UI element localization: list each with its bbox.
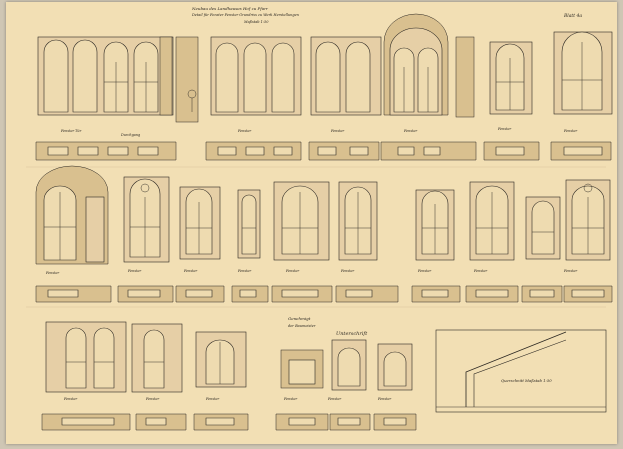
row-1-captions: Fenster Tür Durchgang Fenster Fenster Fe… <box>60 127 577 137</box>
window-elevation-2g <box>415 189 455 261</box>
row-1-plans <box>35 141 612 161</box>
row-3-captions: Fenster Fenster Fenster Fenster Fenster … <box>63 397 391 401</box>
caption-r1-4: Fenster <box>330 129 344 133</box>
window-elevation-2a <box>35 165 109 265</box>
window-elevation-2c <box>179 186 221 260</box>
window-elevation-1b <box>210 36 302 116</box>
section-label: Querschnitt Maßstab 1:50 <box>501 378 552 383</box>
window-elevation-2j <box>565 179 611 261</box>
window-elevation-1f <box>553 31 613 115</box>
caption-r2-5: Fenster <box>285 269 299 273</box>
caption-r2-3: Fenster <box>183 269 197 273</box>
caption-r1-5: Fenster <box>403 129 417 133</box>
caption-r1-2: Durchgang <box>120 133 141 137</box>
window-elevation-3a <box>45 321 127 393</box>
caption-r2-1: Fenster <box>45 271 59 275</box>
caption-r3-3: Fenster <box>205 397 219 401</box>
window-elevation-2b <box>123 176 170 263</box>
title-block: Neubau des Landhauses Hof zu Pfarr Detai… <box>191 6 582 24</box>
window-elevation-3b <box>131 323 183 393</box>
caption-r1-3: Fenster <box>237 129 251 133</box>
caption-r2-7: Fenster <box>417 269 431 273</box>
window-elevation-2d <box>237 189 261 259</box>
caption-r2-2: Fenster <box>127 269 141 273</box>
caption-r2-9: Fenster <box>563 269 577 273</box>
window-elevation-2f <box>338 181 378 261</box>
caption-r3-2: Fenster <box>145 397 159 401</box>
window-elevation-1c <box>310 36 382 116</box>
window-elevation-2i <box>525 196 561 260</box>
caption-r3-5: Fenster <box>327 397 341 401</box>
row-2-plans <box>35 285 613 303</box>
architectural-drawing: Neubau des Landhauses Hof zu Pfarr Detai… <box>26 6 613 431</box>
window-elevation-3f <box>377 343 413 391</box>
window-elevation-2e <box>273 181 330 261</box>
row-2-elevations <box>35 165 611 265</box>
sheet-number: Blatt 4a <box>563 13 582 19</box>
caption-r1-7: Fenster <box>563 129 577 133</box>
title-line-1: Neubau des Landhauses Hof zu Pfarr <box>191 6 269 11</box>
window-elevation-2h <box>469 181 515 261</box>
window-elevation-1d <box>383 13 475 118</box>
caption-r2-8: Fenster <box>473 269 487 273</box>
caption-r3-1: Fenster <box>63 397 77 401</box>
caption-r3-4: Fenster <box>283 397 297 401</box>
caption-r1-6: Fenster <box>497 127 511 131</box>
signature-block: Genehmigt der Baumeister Unterschrift <box>288 316 368 337</box>
signature-line-2: der Baumeister <box>288 324 316 328</box>
window-elevation-1e <box>489 41 533 115</box>
caption-r3-6: Fenster <box>377 397 391 401</box>
row-3-elevations <box>45 321 413 393</box>
signature-line-3: Unterschrift <box>336 331 368 337</box>
window-elevation-3e <box>331 339 367 391</box>
scale-label: Maßstab 1:50 <box>243 20 269 24</box>
title-line-2: Detail für Fenster Fenster Grundriss zu … <box>191 13 300 17</box>
window-elevation-1a <box>37 36 174 116</box>
row-3-plans <box>41 413 417 431</box>
caption-r2-6: Fenster <box>340 269 354 273</box>
row-1-elevations <box>37 13 613 123</box>
window-elevation-3d <box>280 349 324 389</box>
caption-r1-1: Fenster Tür <box>60 129 82 133</box>
signature-line-1: Genehmigt <box>288 316 311 321</box>
drawing-sheet: Neubau des Landhauses Hof zu Pfarr Detai… <box>6 2 617 444</box>
row-2-captions: Fenster Fenster Fenster Fenster Fenster … <box>45 269 577 275</box>
side-detail <box>175 36 199 123</box>
caption-r2-4: Fenster <box>237 269 251 273</box>
window-elevation-3c <box>195 331 247 388</box>
cross-section-panel: Querschnitt Maßstab 1:50 <box>435 329 607 413</box>
